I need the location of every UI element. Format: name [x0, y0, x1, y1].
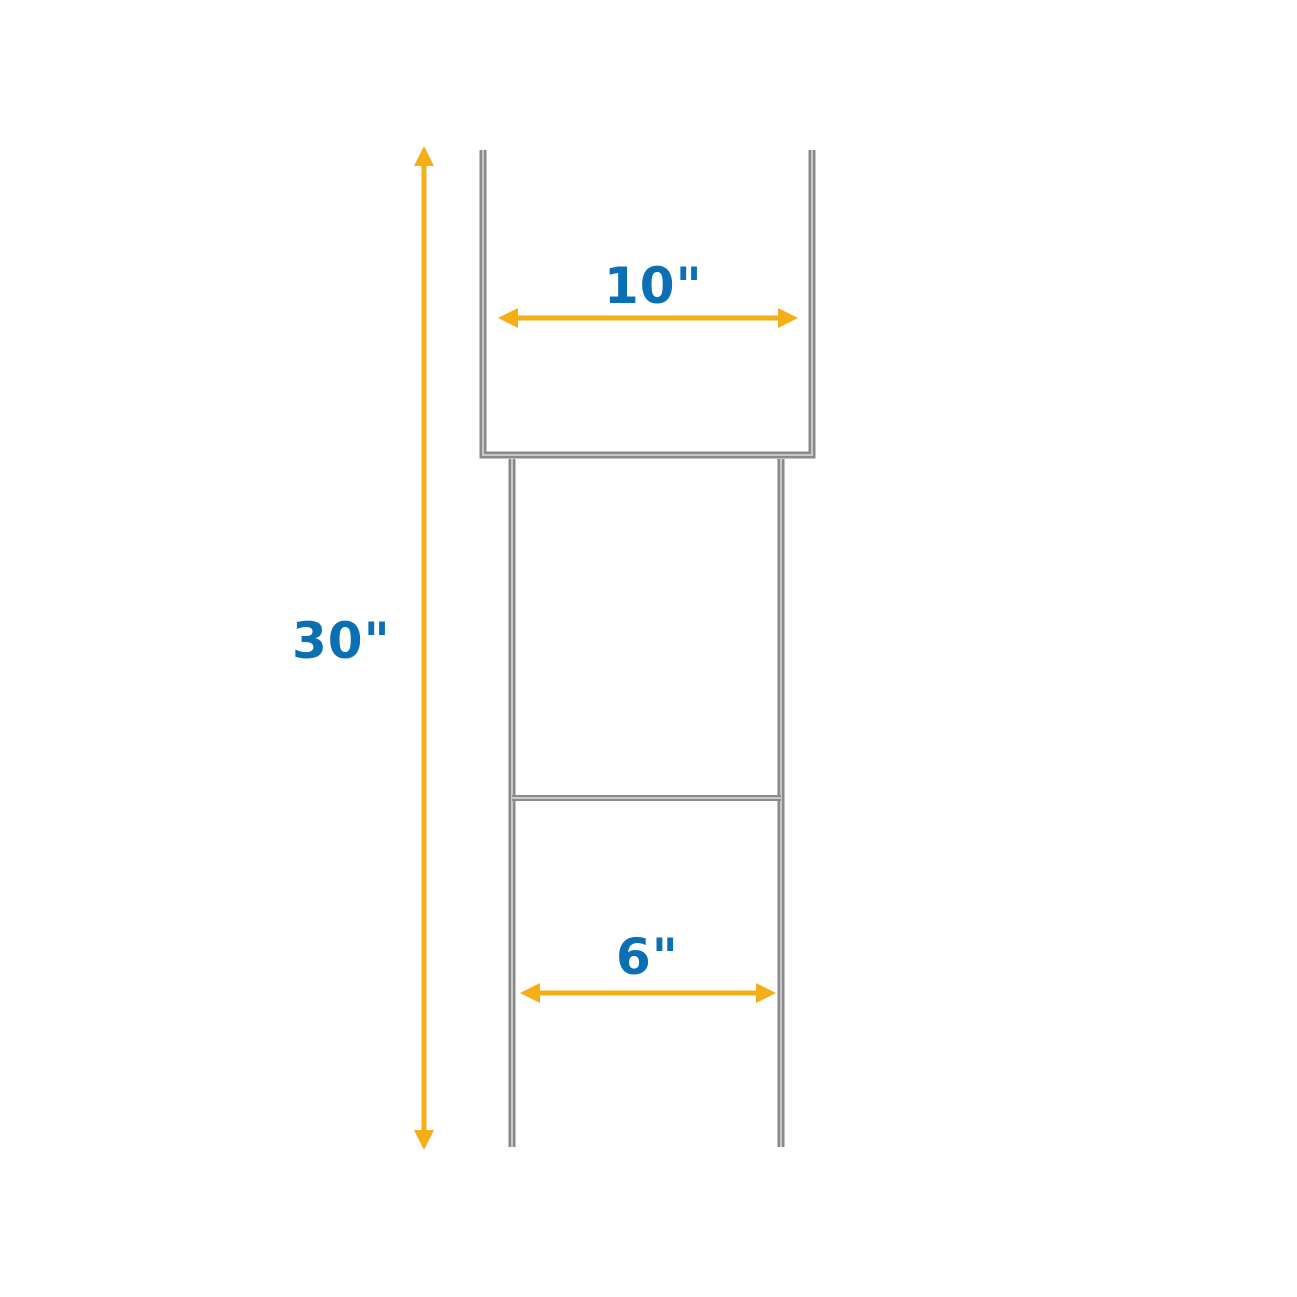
height-label: 30" [292, 612, 391, 670]
bottom-width-label: 6" [616, 928, 679, 986]
top-width-label: 10" [604, 257, 703, 315]
upper-frame [479, 150, 816, 459]
stake-legs [508, 459, 785, 1147]
upper-frame-highlight [482, 150, 813, 456]
